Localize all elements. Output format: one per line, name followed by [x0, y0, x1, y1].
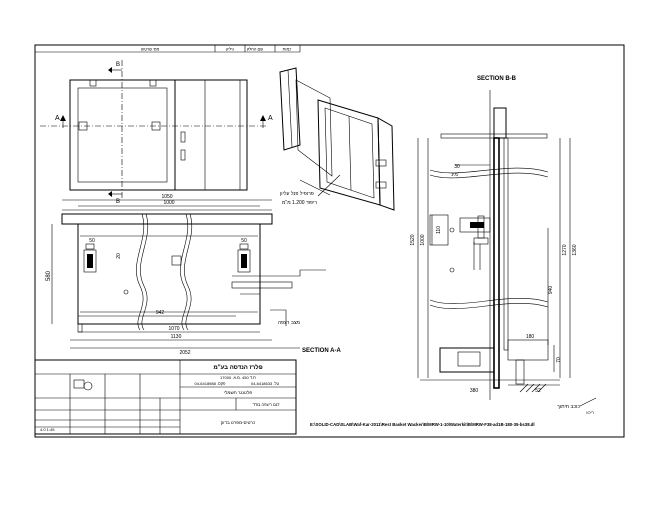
dim-50-right: 50 [241, 238, 247, 244]
product-name: פלטנגר חשמלי [224, 390, 252, 395]
note-clear: ריכוז [586, 410, 594, 415]
dim-380: 380 [470, 388, 479, 394]
dim-1050: 1050 [161, 194, 172, 200]
dim-1000-v: 1000 [420, 234, 426, 245]
view-label-a-right: A [268, 115, 273, 122]
header-label-3: כמות [283, 47, 292, 52]
dim-180: 180 [526, 334, 535, 340]
dim-50-left: 50 [89, 238, 95, 244]
section-bb-view: SECTION B-B [410, 76, 597, 415]
top-view: A A B B [40, 60, 273, 205]
revision-scale: 4.0 1:45 [40, 427, 55, 432]
note-min: מינ' [451, 172, 459, 178]
drawing-name: כרטיס-מפרט בדוק [221, 420, 256, 425]
isometric-view: פרופיל פנל עליון ריפוד 1.200 מ"מ [279, 67, 395, 211]
dim-580: 580 [46, 270, 52, 281]
dim-1000: 1000 [163, 200, 174, 206]
dim-52: 52 [535, 388, 541, 394]
dim-1070: 1070 [168, 326, 179, 332]
section-aa-view: 580 1050 1000 942 1070 1130 2052 50 50 2… [46, 194, 341, 356]
note-panel-sub: ריפוד 1.200 מ"מ [282, 200, 317, 206]
company-name: פלרז הנדסה בע"מ [213, 363, 262, 371]
view-label-b-top: B [116, 62, 120, 68]
dim-20: 20 [116, 253, 122, 259]
header-label-0: מס' שרטוט [141, 47, 160, 52]
header-label-1: שם החלק [247, 47, 263, 52]
header-strip: שם החלק גיליון כמות מס' שרטוט [35, 45, 301, 53]
company-fax: 04-6418988 .פקס [195, 381, 227, 386]
note-panel: פרופיל פנל עליון [280, 190, 314, 197]
dim-110: 110 [436, 226, 442, 234]
view-label-a-left: A [55, 115, 60, 122]
section-bb-title: SECTION B-B [477, 76, 517, 82]
dim-1360: 1360 [572, 244, 578, 255]
dim-30: 30 [454, 164, 460, 170]
note-floor: מצב רצפה [278, 320, 301, 326]
product-series: דגם ריצפה בודד [253, 402, 281, 407]
dim-70: 70 [556, 357, 562, 363]
section-aa-title: SECTION A-A [302, 348, 341, 354]
view-label-b-bottom: B [116, 199, 120, 205]
title-block: פלרז הנדסה בע"מ 17000 .ת.ד 450 .מ.א 04-6… [34, 359, 297, 435]
dim-940: 940 [548, 286, 554, 295]
dim-2052: 2052 [179, 350, 190, 356]
header-label-2: גיליון [226, 47, 234, 52]
file-path: E:\SOLID-CAD\SLAB\Waf-Kar-2011\Rest Bask… [310, 422, 535, 427]
dim-942: 942 [156, 310, 165, 316]
sheet-border [34, 44, 625, 438]
company-address: 17000 .ת.ד 450 .מ.א [220, 375, 256, 380]
note-cut: כוכב חיתוך [557, 404, 580, 410]
dim-1270: 1270 [562, 244, 568, 255]
company-phone: 04-6418633 .טל [251, 381, 280, 386]
dim-1520: 1520 [410, 234, 416, 245]
dim-1130: 1130 [171, 334, 182, 340]
